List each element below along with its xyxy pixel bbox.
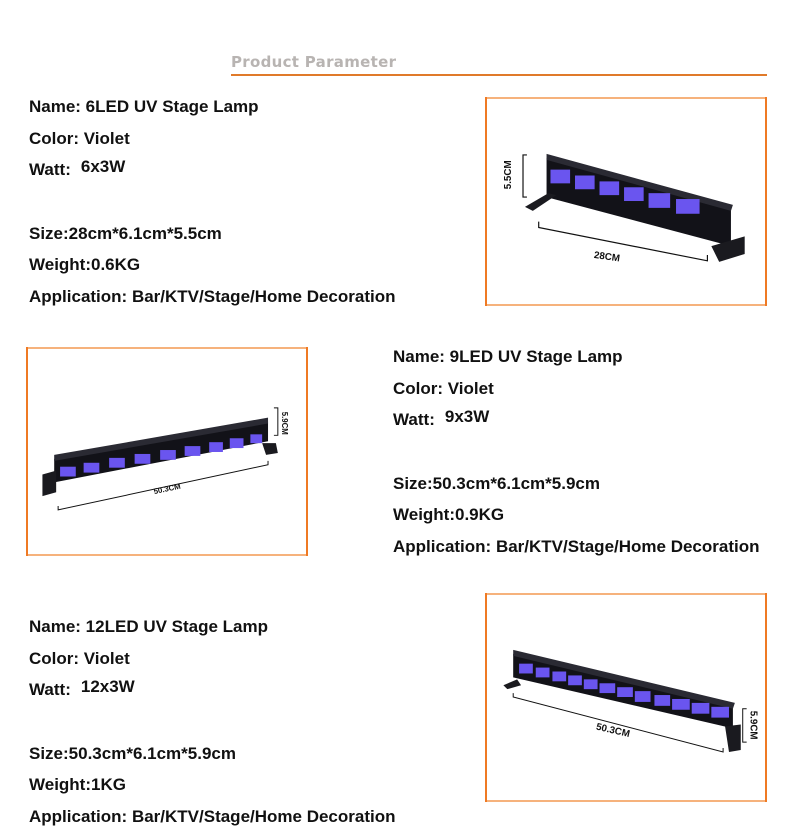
spec-watt: Watt: 12x3W xyxy=(29,674,396,706)
spec-size: Size:50.3cm*6.1cm*5.9cm xyxy=(29,738,396,770)
spec-color: Color: Violet xyxy=(393,373,760,405)
spec-weight: Weight:0.6KG xyxy=(29,249,396,281)
product-specs-6led: Name: 6LED UV Stage Lamp Color: Violet W… xyxy=(29,91,396,312)
spec-watt: Watt: 9x3W xyxy=(393,404,760,436)
svg-text:5.5CM: 5.5CM xyxy=(503,160,514,189)
svg-text:5.9CM: 5.9CM xyxy=(280,412,289,435)
watt-value: 6x3W xyxy=(81,151,125,183)
spec-name: Name: 12LED UV Stage Lamp xyxy=(29,611,396,643)
product-image-6led: 5.5CM 28CM xyxy=(485,97,767,306)
spec-application: Application: Bar/KTV/Stage/Home Decorati… xyxy=(393,531,760,563)
spec-color: Color: Violet xyxy=(29,643,396,675)
product-specs-12led: Name: 12LED UV Stage Lamp Color: Violet … xyxy=(29,611,396,832)
product-image-9led: 50.3CM 5.9CM xyxy=(26,347,308,556)
spec-watt: Watt: 6x3W xyxy=(29,154,396,186)
spec-application: Application: Bar/KTV/Stage/Home Decorati… xyxy=(29,281,396,313)
spec-weight: Weight:0.9KG xyxy=(393,499,760,531)
uv-lamp-6led-illustration: 5.5CM 28CM xyxy=(487,99,765,304)
svg-text:50.3CM: 50.3CM xyxy=(153,482,182,497)
spec-size: Size:28cm*6.1cm*5.5cm xyxy=(29,218,396,250)
watt-label: Watt: xyxy=(29,160,71,179)
product-image-12led: 50.3CM 5.9CM xyxy=(485,593,767,802)
spec-weight: Weight:1KG xyxy=(29,769,396,801)
uv-lamp-12led-illustration: 50.3CM 5.9CM xyxy=(487,595,765,800)
product-specs-9led: Name: 9LED UV Stage Lamp Color: Violet W… xyxy=(393,341,760,562)
section-title: Product Parameter xyxy=(231,53,396,71)
watt-value: 9x3W xyxy=(445,401,489,433)
watt-value: 12x3W xyxy=(81,671,135,703)
watt-label: Watt: xyxy=(29,680,71,699)
spec-name: Name: 6LED UV Stage Lamp xyxy=(29,91,396,123)
spec-color: Color: Violet xyxy=(29,123,396,155)
section-header: Product Parameter xyxy=(231,52,767,76)
svg-text:5.9CM: 5.9CM xyxy=(748,711,759,740)
svg-text:28CM: 28CM xyxy=(593,250,620,265)
watt-label: Watt: xyxy=(393,410,435,429)
spec-size: Size:50.3cm*6.1cm*5.9cm xyxy=(393,468,760,500)
svg-text:50.3CM: 50.3CM xyxy=(595,722,631,740)
spec-name: Name: 9LED UV Stage Lamp xyxy=(393,341,760,373)
spec-application: Application: Bar/KTV/Stage/Home Decorati… xyxy=(29,801,396,832)
uv-lamp-9led-illustration: 50.3CM 5.9CM xyxy=(28,349,306,554)
